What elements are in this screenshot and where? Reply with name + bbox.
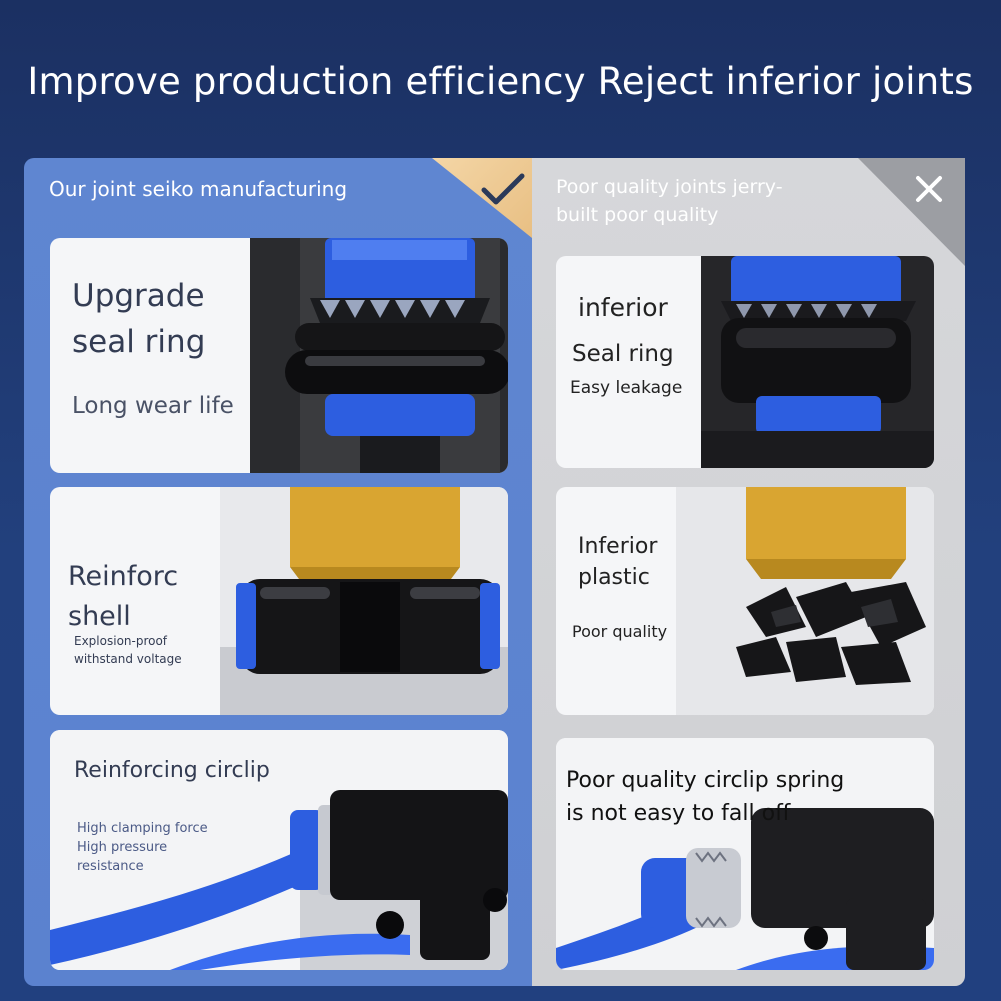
bad-card2-sub: Poor quality <box>572 622 668 641</box>
good-circlip-photo <box>50 730 508 970</box>
good-seal-ring-card: Upgrade seal ring Long wear life <box>50 238 508 473</box>
good-card2-line1: Reinforc <box>68 561 179 592</box>
good-card1-line1: Upgrade <box>72 278 205 314</box>
bad-card2-line2: plastic <box>578 565 650 590</box>
bad-card3-line1: Poor quality circlip spring <box>566 768 845 793</box>
good-card2-sub1: Explosion-proof <box>74 634 168 648</box>
good-card1-sub: Long wear life <box>72 393 234 419</box>
bad-card1-sub: Easy leakage <box>570 378 683 398</box>
bad-circlip-card: Poor quality circlip spring is not easy … <box>556 738 934 970</box>
headline: Improve production efficiency Reject inf… <box>27 60 974 103</box>
bad-card1-line1: inferior <box>578 293 668 322</box>
bad-card2-line1: Inferior <box>578 534 658 559</box>
bad-card1-line2: Seal ring <box>572 341 674 367</box>
good-circlip-card: Reinforcing circlip High clamping force … <box>50 730 508 970</box>
good-seal-ring-photo <box>250 238 508 473</box>
checkmark-icon <box>481 173 525 205</box>
good-card3-sub3: resistance <box>77 859 144 874</box>
bad-plastic-photo <box>676 487 934 715</box>
bad-panel-title-line2: built poor quality <box>556 204 719 226</box>
good-shell-photo <box>220 487 508 715</box>
bad-circlip-photo <box>556 738 934 970</box>
bad-card3-line2: is not easy to fall off <box>566 801 791 826</box>
good-card3-title: Reinforcing circlip <box>74 758 270 783</box>
good-shell-card: Reinforc shell Explosion-proof withstand… <box>50 487 508 715</box>
bad-panel-title-line1: Poor quality joints jerry- <box>556 176 783 198</box>
good-card3-sub2: High pressure <box>77 840 168 855</box>
bad-plastic-card: Inferior plastic Poor quality <box>556 487 934 715</box>
good-card2-sub2: withstand voltage <box>74 652 182 666</box>
close-x-icon <box>916 176 942 202</box>
good-panel-title: Our joint seiko manufacturing <box>49 177 348 201</box>
good-card2-line2: shell <box>68 601 131 632</box>
good-card3-sub1: High clamping force <box>77 821 208 836</box>
bad-seal-ring-card: inferior Seal ring Easy leakage <box>556 256 934 468</box>
good-card1-line2: seal ring <box>72 324 206 360</box>
bad-seal-ring-photo <box>701 256 934 468</box>
